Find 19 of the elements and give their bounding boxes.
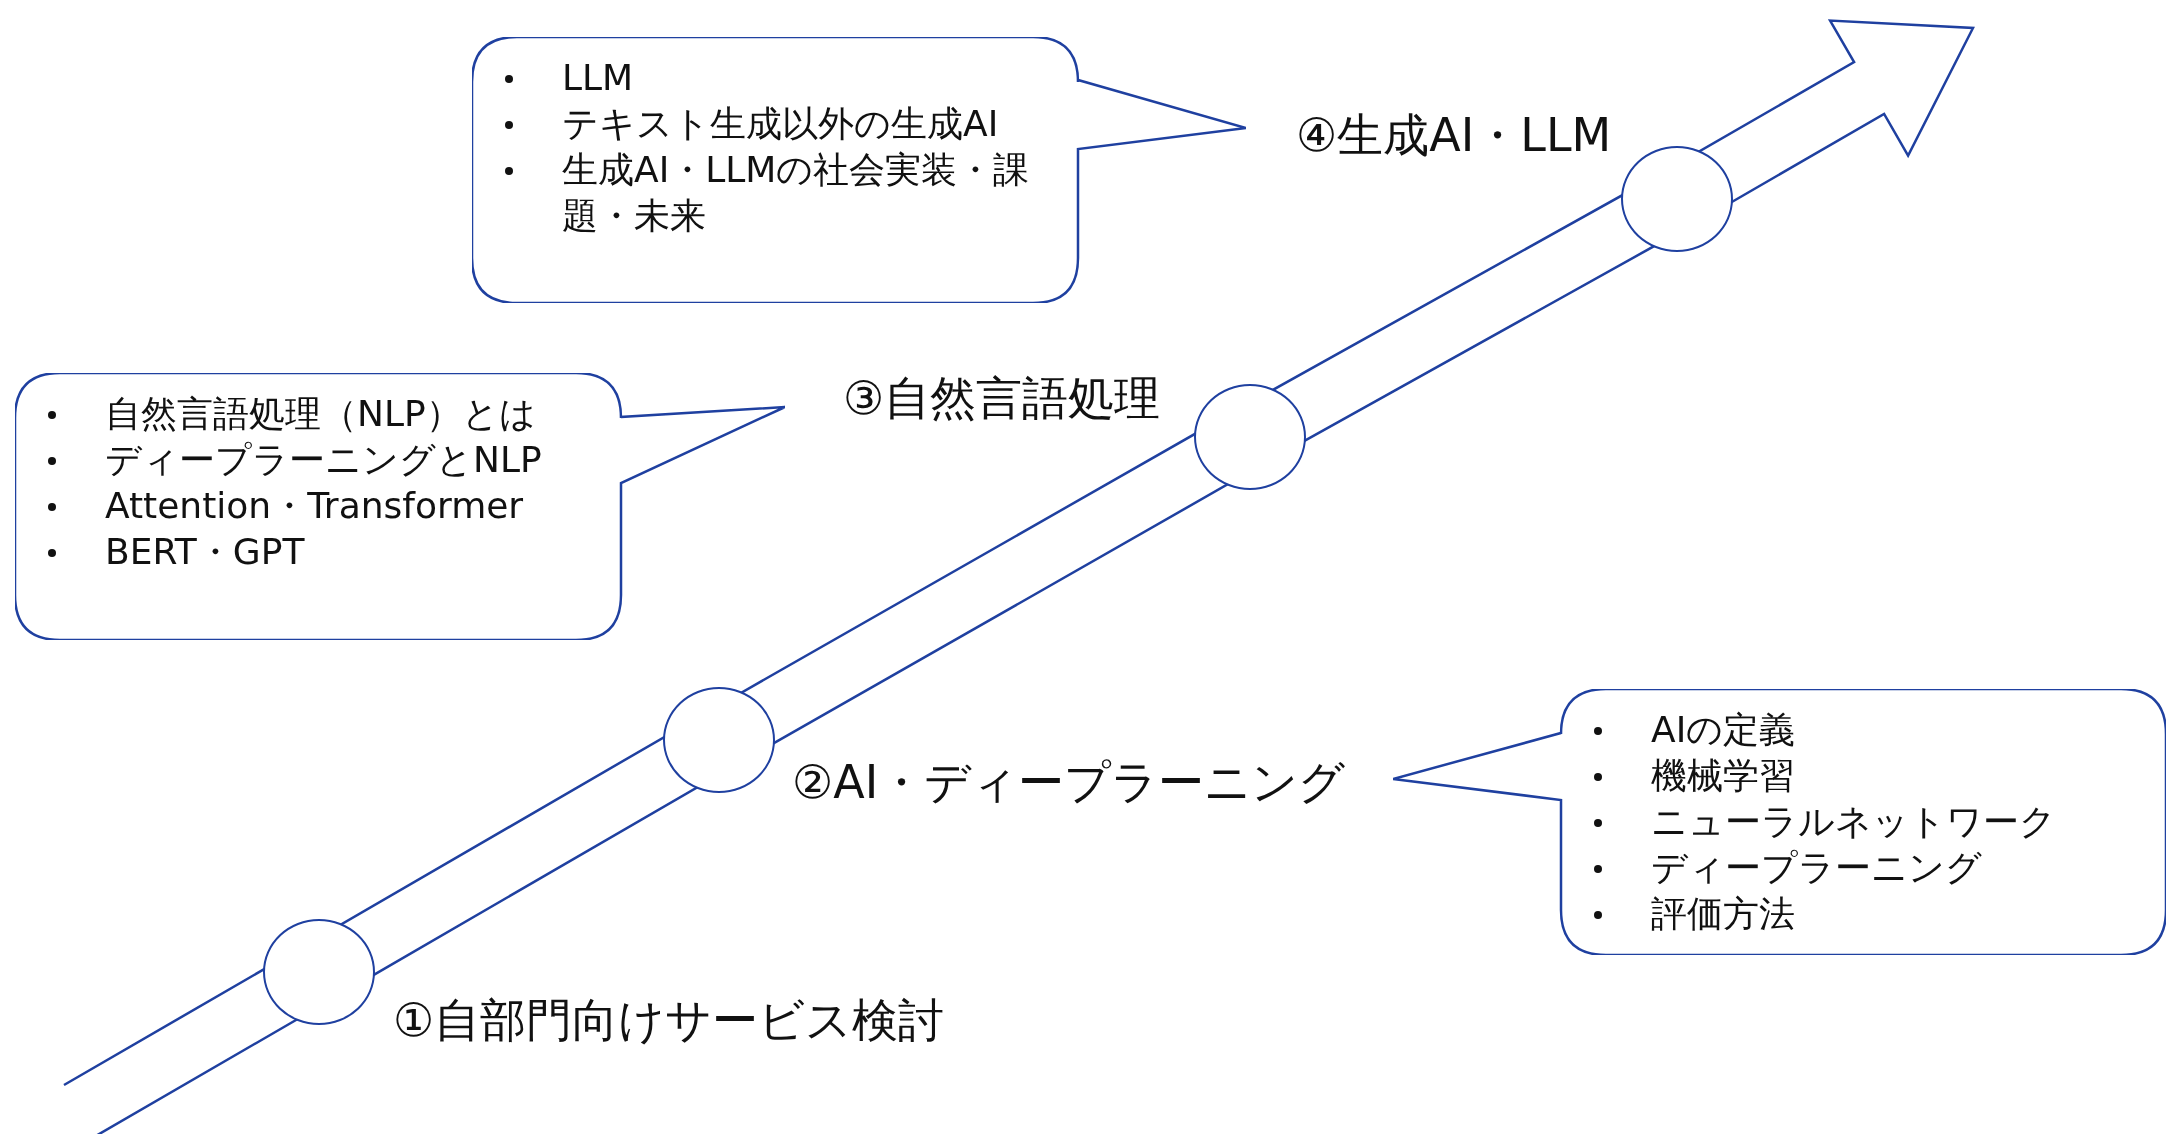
- list-item-text: ディープラーニング: [1651, 847, 1982, 888]
- list-item-text: 生成AI・LLMの社会実装・課題・未来: [562, 149, 1030, 236]
- stage-label: ③自然言語処理: [843, 370, 1161, 427]
- callout-bubble: [15, 373, 785, 640]
- list-item-text: 自然言語処理（NLP）とは: [105, 393, 536, 434]
- callout-bubble: [472, 37, 1246, 303]
- list-item-text: Attention・Transformer: [105, 485, 524, 526]
- stage-label: ④生成AI・LLM: [1296, 107, 1612, 164]
- list-item-text: AIの定義: [1651, 709, 1796, 750]
- stage-label: ②AI・ディープラーニング: [792, 754, 1346, 811]
- list-item-text: LLM: [562, 57, 634, 98]
- list-item-text: ニューラルネットワーク: [1651, 801, 2056, 842]
- list-item-text: 機械学習: [1651, 755, 1795, 796]
- list-item-text: 評価方法: [1651, 893, 1795, 934]
- callout-bubble: [1393, 689, 2166, 955]
- list-item-text: テキスト生成以外の生成AI: [562, 103, 999, 144]
- stage-label: ①自部門向けサービス検討: [393, 992, 945, 1049]
- list-item-text: ディープラーニングとNLP: [105, 439, 542, 480]
- list-item-text: BERT・GPT: [105, 531, 305, 572]
